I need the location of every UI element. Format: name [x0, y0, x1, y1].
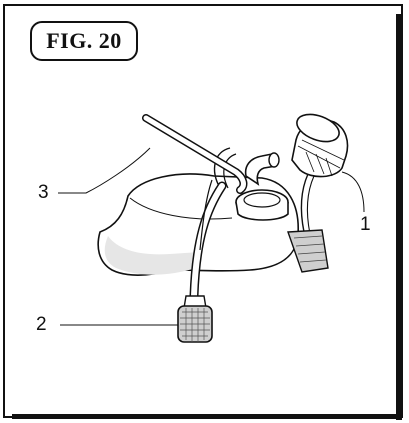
filler-neck-side — [235, 201, 289, 221]
callout-3: 3 — [38, 182, 49, 203]
hook-tool-fill — [143, 115, 246, 193]
filler-neck-inner — [243, 192, 281, 208]
fuel-tank-shade — [104, 236, 200, 275]
callout-2: 2 — [36, 314, 47, 335]
fuel-cap — [291, 113, 349, 178]
frame-shadow-bottom — [12, 414, 402, 419]
return-hose — [199, 179, 213, 251]
callout-1: 1 — [360, 214, 371, 235]
strap-retainer — [287, 229, 329, 273]
leader-line-1 — [341, 171, 365, 213]
cap-strap-inner — [306, 175, 315, 235]
leader-line-3 — [58, 147, 151, 194]
cap-strap — [300, 173, 309, 233]
filter-mesh — [180, 308, 210, 342]
figure-label: FIG. 20 — [30, 21, 138, 61]
retainer-hatch — [293, 235, 327, 263]
tank-edge-line — [129, 197, 233, 220]
elbow-fitting-end — [268, 152, 280, 168]
frame-shadow-right — [396, 14, 402, 420]
